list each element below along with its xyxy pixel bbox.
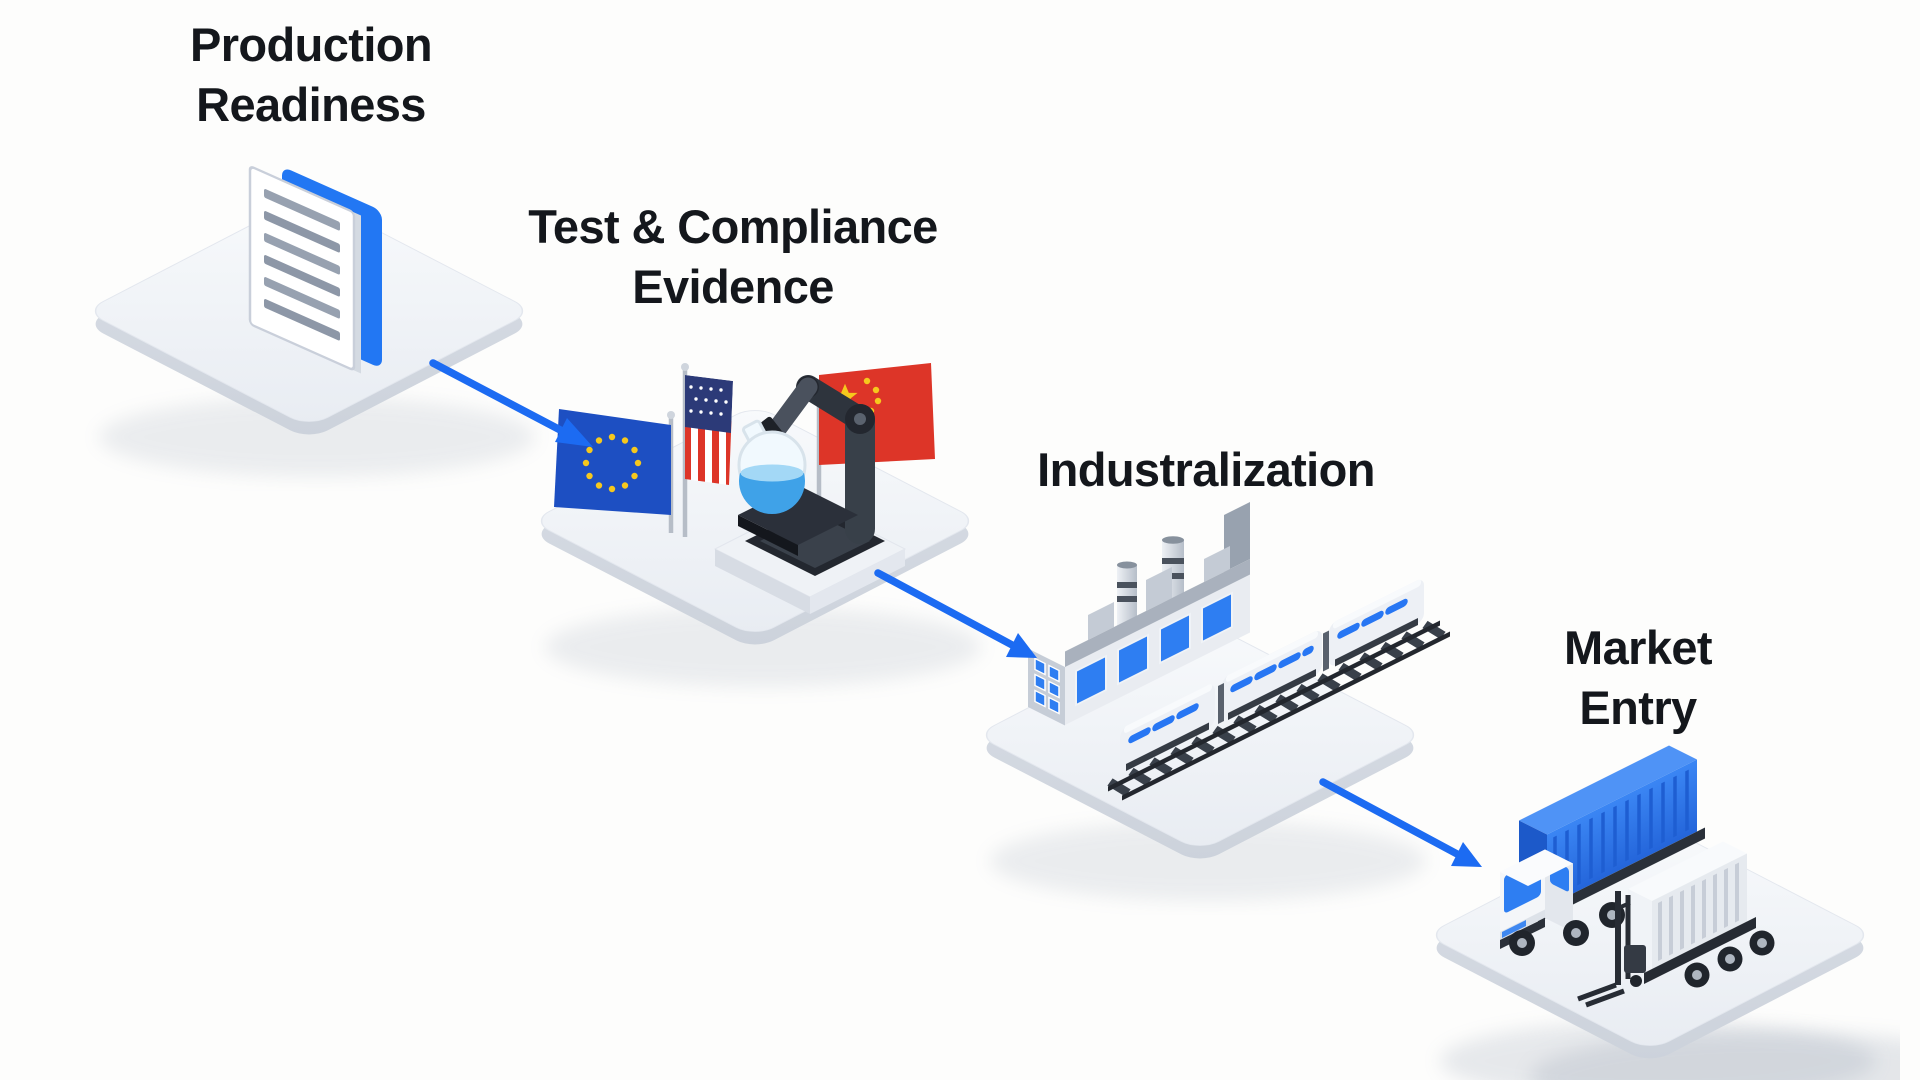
- microscope-icon: [737, 375, 885, 576]
- flow-arrow-2: [874, 569, 1037, 658]
- stage-production-readiness-illustration: [94, 166, 535, 477]
- stage-label-industrialization: Industralization: [1037, 443, 1375, 496]
- stage-market-entry-illustration: [1435, 745, 1900, 1080]
- train-cars: [1120, 579, 1424, 772]
- flow-arrow-1: [429, 359, 593, 447]
- flask-icon: [737, 419, 807, 515]
- stage-label-production-readiness: Production Readiness: [189, 18, 433, 131]
- flow-arrow-3: [1319, 778, 1482, 867]
- railroad-sleepers: [1107, 620, 1446, 797]
- document-icon: [248, 166, 382, 374]
- stage-industrialization-illustration: [985, 501, 1450, 901]
- stage-test-compliance-illustration: [540, 363, 981, 687]
- stage-label-test-compliance: Test & Compliance Evidence: [528, 200, 938, 313]
- eu-flag-icon: [554, 409, 675, 533]
- us-flag-icon: [681, 363, 733, 537]
- gray-container-trailer: [1577, 841, 1775, 1008]
- truck-containers-icon: [1500, 745, 1775, 1008]
- forklift-icon: [1577, 891, 1646, 1008]
- stage-label-market-entry: Market Entry: [1564, 621, 1713, 734]
- factory-icon: [1028, 501, 1250, 726]
- train-icon: [1107, 579, 1450, 801]
